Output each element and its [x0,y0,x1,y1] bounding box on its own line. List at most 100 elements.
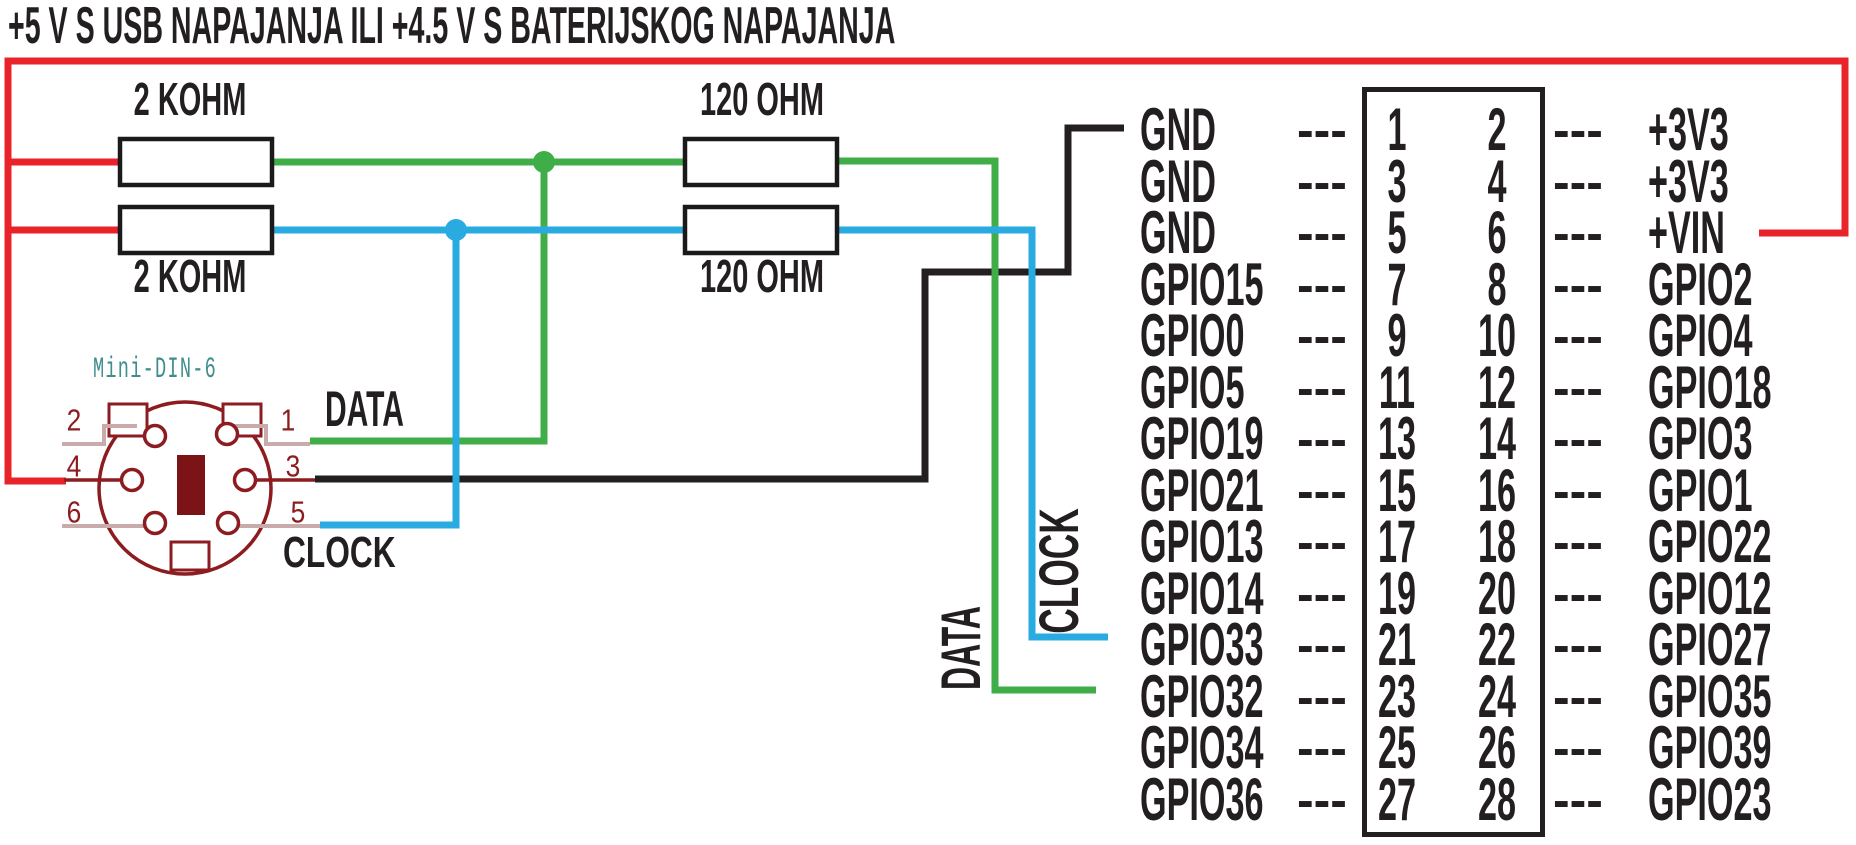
resistor-2kohm-bottom [117,204,275,256]
pin-number-right: 14 [1477,405,1517,472]
resistor-120ohm-top [682,136,840,188]
pin-function-left: GPIO13 [1140,508,1264,575]
pin-function-right: GPIO12 [1648,559,1772,627]
pin-function-right: GPIO3 [1648,405,1753,472]
din-pin-number-p6: 6 [66,494,82,530]
pin-function-left: GPIO14 [1140,559,1264,627]
pin-function-left: GPIO32 [1140,662,1264,730]
dash-left: --- [1297,359,1347,416]
dash-left: --- [1297,153,1347,210]
clock-junction-dot [445,219,467,241]
data-junction-dot [533,151,555,173]
pin-function-right: GPIO35 [1648,662,1772,730]
dash-left: --- [1297,102,1347,158]
pin-number-left: 3 [1387,147,1407,215]
dash-right: --- [1553,514,1603,570]
din-pin1-hole [214,421,240,447]
clock-label-connector: CLOCK [283,528,396,577]
din-pin-number-p4: 4 [66,448,82,484]
mini-din-6-label: Mini-DIN-6 [93,353,218,387]
dash-right: --- [1553,411,1603,467]
pin-function-left: GPIO15 [1140,250,1264,318]
din-pin-number-p5: 5 [290,494,306,530]
pin-number-left: 27 [1377,765,1417,833]
dash-right: --- [1553,256,1603,313]
pin-number-left: 7 [1387,250,1407,318]
din-pin3-hole [232,467,258,493]
pin-function-right: GPIO22 [1648,508,1772,575]
pin-function-left: GPIO0 [1140,302,1245,369]
pin-number-right: 8 [1487,250,1507,318]
pin-number-left: 13 [1377,405,1417,472]
dash-right: --- [1553,771,1603,828]
resistor-2kohm-top [117,136,275,188]
pin-function-left: GND [1140,96,1217,163]
din-pin-number-p1: 1 [280,402,296,438]
pin-function-right: GPIO4 [1648,302,1753,369]
pin-function-right: GPIO23 [1648,765,1772,833]
dash-left: --- [1297,256,1347,313]
resistor-120ohm-bottom [682,204,840,256]
din-pin2-hole [142,423,168,449]
pin-number-left: 23 [1377,662,1417,730]
pin-function-right: GPIO2 [1648,250,1753,318]
din-ear-left [107,402,149,438]
dash-left: --- [1297,514,1347,570]
pin-function-right: +3V3 [1648,147,1729,215]
pin-number-right: 18 [1477,508,1517,575]
pin-number-left: 11 [1378,353,1416,421]
pin-number-right: 24 [1477,662,1517,730]
din-bottom-notch [169,540,211,572]
pin-number-left: 21 [1377,611,1417,678]
pin-number-right: 4 [1487,147,1507,215]
dash-right: --- [1553,462,1603,519]
pin-function-right: GPIO39 [1648,714,1772,781]
dash-right: --- [1553,153,1603,210]
dash-left: --- [1297,668,1347,725]
dash-left: --- [1297,565,1347,622]
pin-number-left: 19 [1377,559,1417,627]
pin-number-right: 2 [1487,96,1507,163]
pin-number-right: 26 [1477,714,1517,781]
pin-number-left: 1 [1387,96,1407,163]
dash-left: --- [1297,720,1347,776]
pin-function-left: GPIO21 [1140,456,1264,524]
pin-function-right: GPIO27 [1648,611,1772,678]
pin-number-right: 10 [1477,302,1517,369]
dash-right: --- [1553,308,1603,364]
gpio-header-box [1362,87,1545,837]
pin-function-right: +VIN [1648,199,1725,266]
din-pin5-hole [215,510,241,536]
din-pin-number-p3: 3 [285,448,301,484]
dash-right: --- [1553,359,1603,416]
din-leader-pin1 [233,424,310,446]
dash-right: --- [1553,565,1603,622]
dash-left: --- [1297,462,1347,519]
pin-function-left: GPIO36 [1140,765,1264,833]
pin-function-right: GPIO18 [1648,353,1772,421]
mini-din-6-connector [62,400,320,576]
clock-wire-to-pin5 [320,230,460,529]
dash-right: --- [1553,617,1603,673]
data-label-vertical: DATA [929,606,992,690]
dash-left: --- [1297,771,1347,828]
dash-left: --- [1297,205,1347,261]
pin-function-right: +3V3 [1648,96,1729,163]
din-leader-pin2 [62,424,137,446]
pin-function-left: GPIO5 [1140,353,1245,421]
pin-function-right: GPIO1 [1648,456,1753,524]
pin-function-left: GND [1140,147,1217,215]
pin-number-right: 22 [1477,611,1517,678]
din-pin6-hole [142,510,168,536]
pin-number-left: 15 [1377,456,1417,524]
dash-right: --- [1553,668,1603,725]
pin-number-right: 12 [1477,353,1517,421]
pin-number-left: 17 [1377,508,1417,575]
diagram-title: +5 V S USB NAPAJANJA ILI +4.5 V S BATERI… [8,0,896,55]
pin-number-left: 25 [1377,714,1417,781]
red-power-wire [4,57,1849,485]
pin-function-left: GPIO33 [1140,611,1264,678]
resistor-120ohm-top-label: 120 OHM [699,73,825,125]
